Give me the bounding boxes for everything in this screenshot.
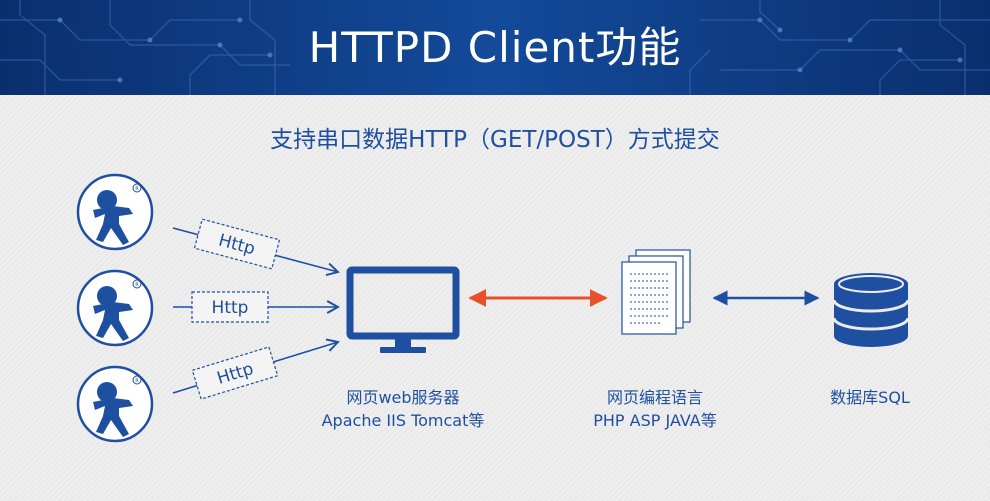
web-language-examples: PHP ASP JAVA等 xyxy=(593,411,717,430)
circuit-pattern-decoration xyxy=(0,0,990,95)
http-connection-1: Http xyxy=(172,218,340,276)
registered-mark-person-icon xyxy=(76,173,154,251)
client-1 xyxy=(76,173,154,251)
database-icon xyxy=(832,273,910,347)
http-connection-2: Http xyxy=(173,291,340,323)
database-label: 数据库SQL xyxy=(800,386,940,409)
web-server-examples: Apache IIS Tomcat等 xyxy=(321,411,485,430)
web-language-title: 网页编程语言 xyxy=(606,388,703,407)
web-server-label: 网页web服务器 Apache IIS Tomcat等 xyxy=(298,386,508,432)
web-language-label: 网页编程语言 PHP ASP JAVA等 xyxy=(555,386,755,432)
client-2 xyxy=(76,269,154,347)
client-3 xyxy=(76,365,154,443)
registered-mark-person-icon xyxy=(76,365,154,443)
http-tag: Http xyxy=(191,291,269,323)
http-tag-label: Http xyxy=(212,298,249,318)
http-tag: Http xyxy=(191,346,279,400)
http-tag: Http xyxy=(193,218,281,270)
registered-mark-person-icon xyxy=(76,269,154,347)
page-title: HTTPD Client功能 xyxy=(308,23,682,72)
database-title: 数据库SQL xyxy=(830,388,910,407)
diagram-subtitle: 支持串口数据HTTP（GET/POST）方式提交 xyxy=(270,127,720,153)
web-server-title: 网页web服务器 xyxy=(346,388,460,407)
title-banner: HTTPD Client功能 xyxy=(0,0,990,95)
http-connection-3: Http xyxy=(172,338,340,400)
monitor-icon xyxy=(346,266,460,353)
documents-icon xyxy=(621,249,691,335)
